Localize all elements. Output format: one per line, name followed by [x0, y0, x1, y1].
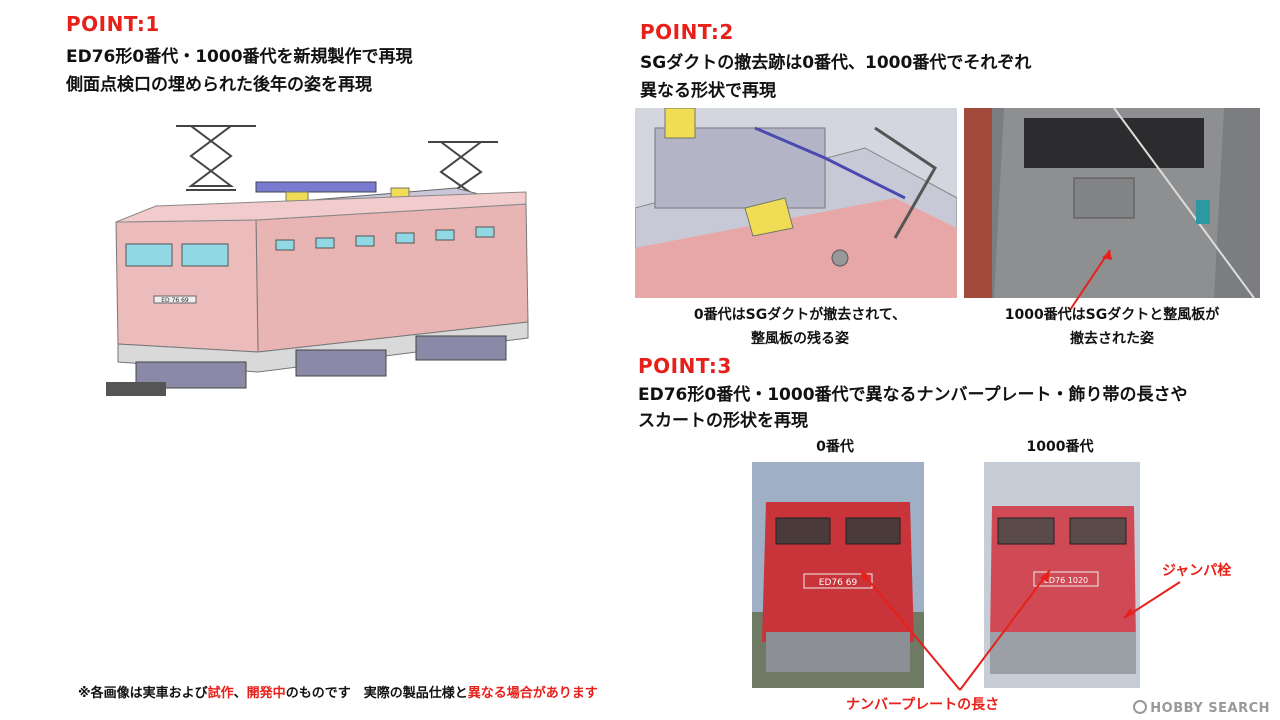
label-1000-series: 1000番代 [1026, 439, 1094, 455]
pantograph-left [176, 125, 256, 191]
sg-duct-real-photo [964, 108, 1260, 298]
footnote-e: のものです 実際の製品仕様と [285, 686, 468, 701]
watermark-text: HOBBY SEARCH [1150, 701, 1270, 716]
point1-title: POINT:1 [66, 12, 160, 36]
point2-line2: 異なる形状で再現 [640, 81, 776, 101]
sg-duct-model-image [635, 108, 957, 298]
callout-plate-length: ナンバープレートの長さ [846, 697, 1000, 713]
label-0-series: 0番代 [816, 439, 854, 455]
caption-1000-line2: 撤去された姿 [1070, 331, 1154, 347]
sg-duct-arrow [1069, 249, 1112, 311]
plate-arrows [859, 569, 1051, 691]
watermark-logo-icon [1133, 700, 1148, 714]
point1-line1: ED76形0番代・1000番代を新規製作で再現 [66, 47, 413, 67]
loco-body-front [115, 219, 259, 353]
caption-1000-line1: 1000番代はSGダクトと整風板が [1004, 307, 1220, 323]
footnote-b: 試作 [207, 686, 234, 701]
point3-title: POINT:3 [638, 354, 732, 378]
front-photo-1000-series: ED76 1020 [984, 462, 1140, 688]
front-photo-0-series: ED76 69 [752, 462, 924, 688]
caption-0-line2: 整風板の残る姿 [751, 331, 849, 347]
plate-0-text: ED76 69 [819, 578, 858, 588]
point1-line2: 側面点検口の埋められた後年の姿を再現 [66, 75, 372, 95]
footnote-c: 、 [233, 686, 247, 701]
callout-jumper: ジャンパ栓 [1162, 563, 1232, 579]
footnote: ※各画像は実車および試作、開発中のものです 実際の製品仕様と異なる場合があります [78, 682, 598, 701]
footnote-a: ※各画像は実車および [78, 686, 208, 701]
point3-line1: ED76形0番代・1000番代で異なるナンバープレート・飾り帯の長さや [638, 385, 1188, 405]
point3-line2: スカートの形状を再現 [638, 411, 808, 431]
watermark: HOBBY SEARCH [1133, 700, 1270, 716]
locomotive-model-image: ED 76 69 [106, 125, 529, 396]
jumper-arrow [1123, 581, 1181, 619]
point2-title: POINT:2 [640, 20, 734, 44]
footnote-f: 異なる場合があります [467, 686, 598, 701]
point2-line1: SGダクトの撤去跡は0番代、1000番代でそれぞれ [640, 53, 1032, 73]
model-number-plate: ED 76 69 [161, 297, 189, 304]
caption-0-line1: 0番代はSGダクトが撤去されて、 [693, 307, 907, 323]
footnote-d: 開発中 [246, 686, 286, 701]
plate-1000-text: ED76 1020 [1044, 576, 1088, 585]
